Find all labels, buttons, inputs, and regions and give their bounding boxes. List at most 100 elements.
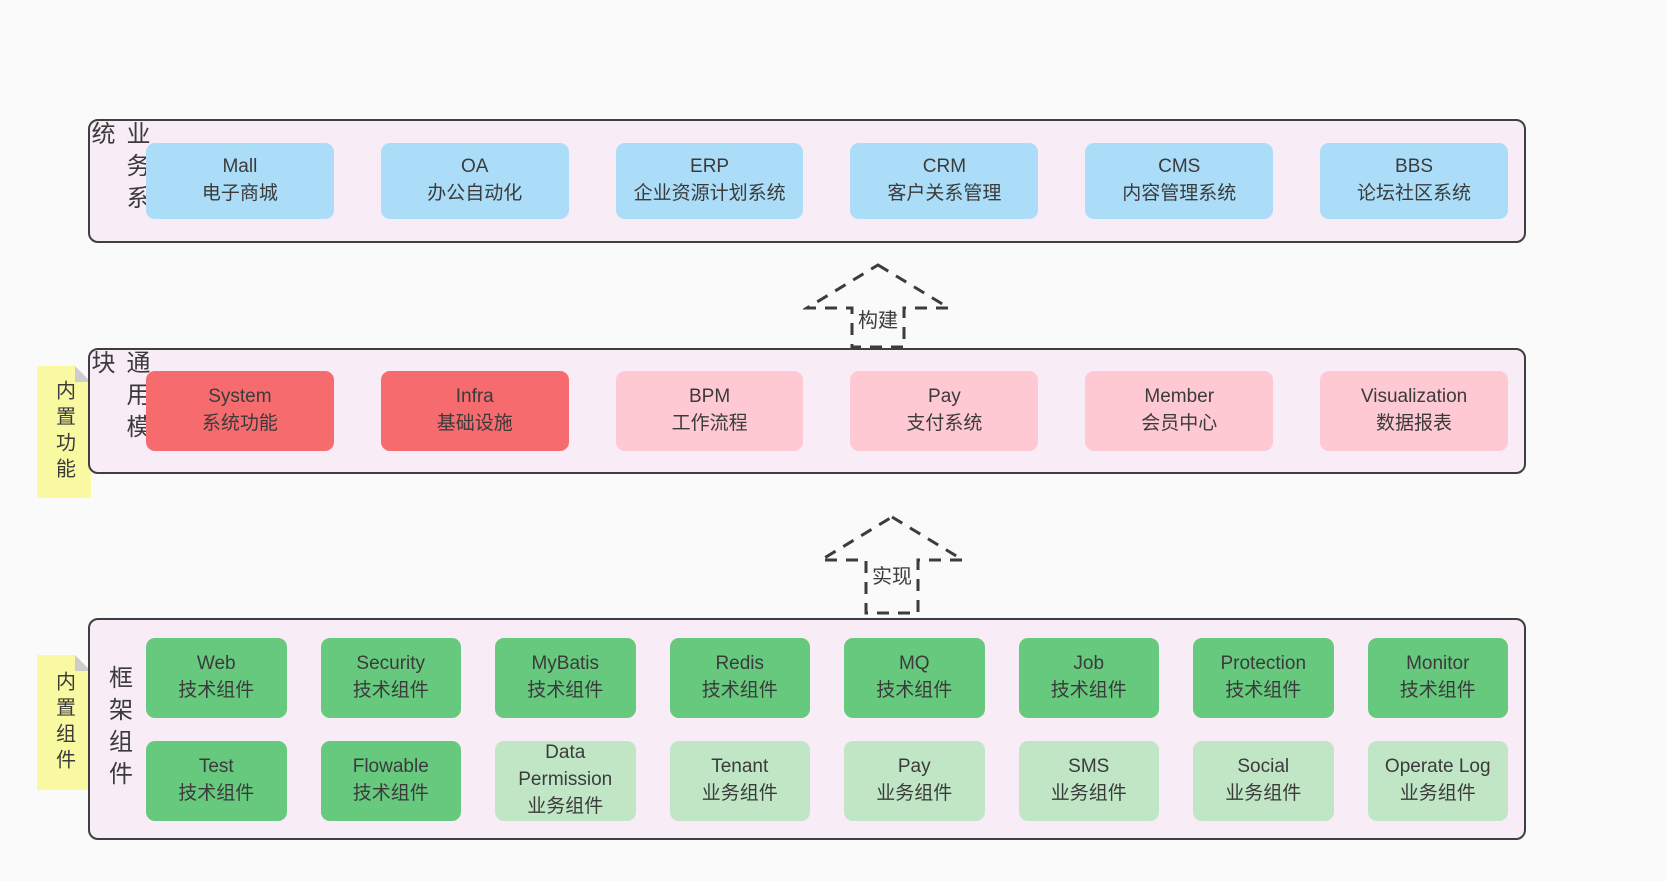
- sticky-note-label: 内置功能: [52, 380, 75, 484]
- box-title: Test: [198, 755, 234, 777]
- box-title: SMS: [1068, 755, 1110, 777]
- box-test: Test 技术组件: [146, 740, 287, 821]
- box-member: Member 会员中心: [1085, 371, 1274, 451]
- box-subtitle: 支付系统: [906, 413, 983, 434]
- box-subtitle: 业务组件: [527, 795, 604, 817]
- box-web: Web 技术组件: [146, 637, 287, 718]
- box-pay: Pay 业务组件: [844, 740, 985, 821]
- box-subtitle: 业务组件: [1225, 782, 1302, 804]
- box-subtitle: 技术组件: [876, 679, 953, 701]
- box-title: Redis: [715, 652, 765, 674]
- box-subtitle: 业务组件: [701, 782, 778, 804]
- folded-corner-icon: [75, 366, 91, 382]
- box-data-permission: Data Permission 业务组件: [495, 740, 636, 821]
- box-title: Member: [1144, 386, 1215, 408]
- box-protection: Protection 技术组件: [1193, 637, 1334, 718]
- box-subtitle: 技术组件: [178, 782, 255, 804]
- box-oa: OA 办公自动化: [380, 143, 569, 219]
- box-subtitle: 技术组件: [527, 679, 604, 701]
- box-title: Web: [196, 652, 236, 674]
- box-subtitle: 论坛社区系统: [1357, 183, 1472, 204]
- box-title: MQ: [898, 652, 930, 674]
- box-subtitle: 技术组件: [1050, 679, 1127, 701]
- box-redis: Redis 技术组件: [669, 637, 810, 718]
- box-title: Visualization: [1360, 386, 1468, 408]
- box-monitor: Monitor 技术组件: [1367, 637, 1508, 718]
- box-title: Protection: [1220, 652, 1307, 674]
- layer-label-common-modules: 通用模块: [87, 350, 149, 446]
- box-title: Job: [1073, 652, 1105, 674]
- box-tenant: Tenant 业务组件: [669, 740, 810, 821]
- box-subtitle: 工作流程: [671, 413, 748, 434]
- box-subtitle: 系统功能: [201, 413, 278, 434]
- box-title: Operate Log: [1384, 755, 1491, 777]
- box-title: Flowable: [352, 755, 429, 777]
- box-subtitle: 数据报表: [1376, 413, 1453, 434]
- box-pay: Pay 支付系统: [850, 371, 1039, 451]
- arrow-build: 构建: [803, 262, 953, 350]
- box-title: Security: [356, 652, 426, 674]
- box-mybatis: MyBatis 技术组件: [495, 637, 636, 718]
- sticky-note-builtin-components: 内置组件: [37, 655, 91, 790]
- folded-corner-icon: [75, 655, 91, 671]
- box-subtitle: 业务组件: [876, 782, 953, 804]
- box-security: Security 技术组件: [320, 637, 461, 718]
- box-title: ERP: [690, 156, 730, 178]
- box-subtitle: 技术组件: [178, 679, 255, 701]
- box-subtitle: 业务组件: [1399, 782, 1476, 804]
- box-title: OA: [461, 156, 489, 178]
- box-title: Data Permission: [518, 742, 613, 791]
- box-subtitle: 办公自动化: [427, 183, 523, 204]
- box-job: Job 技术组件: [1018, 637, 1159, 718]
- arrow-implement-label: 实现: [869, 560, 915, 589]
- box-infra: Infra 基础设施: [380, 371, 569, 451]
- dashed-up-arrow-icon: [803, 263, 953, 349]
- box-bpm: BPM 工作流程: [615, 371, 804, 451]
- box-title: Mall: [222, 156, 258, 178]
- arrow-implement: 实现: [817, 514, 967, 616]
- box-title: Pay: [928, 386, 961, 408]
- box-flowable: Flowable 技术组件: [320, 740, 461, 821]
- box-title: Tenant: [711, 755, 769, 777]
- box-title: Monitor: [1406, 652, 1470, 674]
- box-subtitle: 基础设施: [436, 413, 513, 434]
- box-subtitle: 技术组件: [1225, 679, 1302, 701]
- box-subtitle: 技术组件: [1399, 679, 1476, 701]
- box-title: CRM: [922, 156, 967, 178]
- box-title: BPM: [688, 386, 731, 408]
- sticky-note-label: 内置组件: [52, 670, 75, 775]
- sticky-note-builtin-features: 内置功能: [37, 366, 91, 498]
- box-title: Social: [1237, 755, 1290, 777]
- box-subtitle: 技术组件: [352, 782, 429, 804]
- box-title: BBS: [1395, 156, 1434, 178]
- box-erp: ERP 企业资源计划系统: [615, 143, 804, 219]
- layer-label-business-systems: 业务系统: [87, 121, 149, 217]
- box-visualization: Visualization 数据报表: [1320, 371, 1508, 451]
- box-operate-log: Operate Log 业务组件: [1367, 740, 1508, 821]
- box-title: CMS: [1158, 156, 1201, 178]
- box-subtitle: 业务组件: [1050, 782, 1127, 804]
- box-subtitle: 内容管理系统: [1122, 183, 1237, 204]
- box-subtitle: 会员中心: [1141, 413, 1218, 434]
- box-subtitle: 技术组件: [701, 679, 778, 701]
- arrow-build-label: 构建: [855, 304, 901, 333]
- layer-label-framework-components: 框架组件: [104, 665, 132, 793]
- box-mq: MQ 技术组件: [844, 637, 985, 718]
- box-title: Infra: [455, 386, 494, 408]
- box-subtitle: 客户关系管理: [887, 183, 1002, 204]
- box-subtitle: 企业资源计划系统: [633, 183, 786, 204]
- box-subtitle: 技术组件: [352, 679, 429, 701]
- box-title: MyBatis: [531, 652, 600, 674]
- box-title: Pay: [897, 755, 931, 777]
- box-bbs: BBS 论坛社区系统: [1320, 143, 1508, 219]
